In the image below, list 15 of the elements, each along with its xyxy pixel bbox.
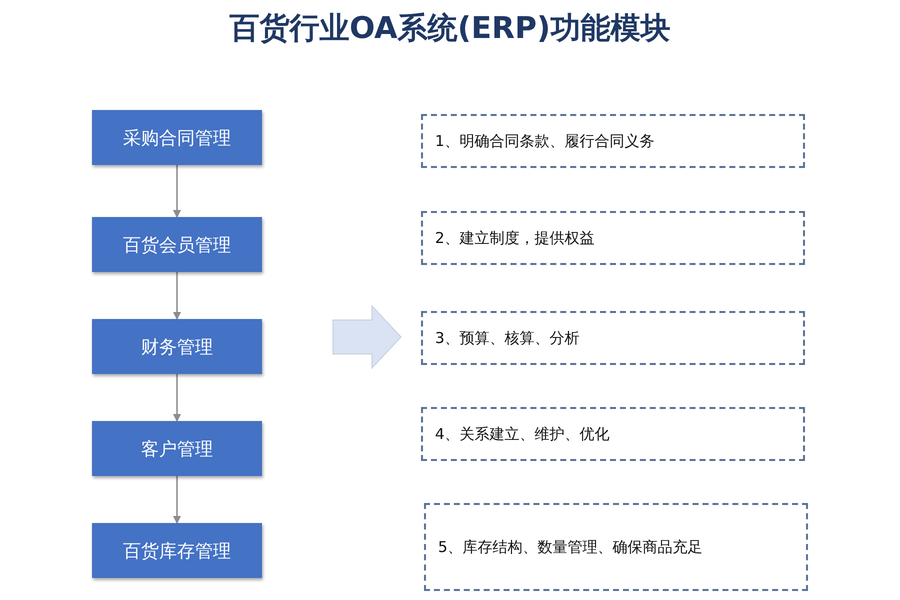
note-box: 4、关系建立、维护、优化 [421, 407, 805, 461]
note-box: 2、建立制度，提供权益 [421, 211, 805, 265]
title: 百货行业OA系统(ERP)功能模块 [228, 10, 672, 48]
arrow [173, 374, 181, 422]
note-box: 3、预算、核算、分析 [421, 311, 805, 365]
arrow [173, 272, 181, 320]
process-box: 财务管理 [92, 319, 262, 374]
process-box: 采购合同管理 [92, 110, 262, 165]
process-box: 百货会员管理 [92, 217, 262, 272]
note-box: 1、明确合同条款、履行合同义务 [421, 114, 805, 168]
arrow [173, 165, 181, 218]
process-box: 百货库存管理 [92, 523, 262, 578]
process-box: 客户管理 [92, 421, 262, 476]
note-box: 5、库存结构、数量管理、确保商品充足 [424, 503, 808, 591]
arrow [173, 476, 181, 524]
